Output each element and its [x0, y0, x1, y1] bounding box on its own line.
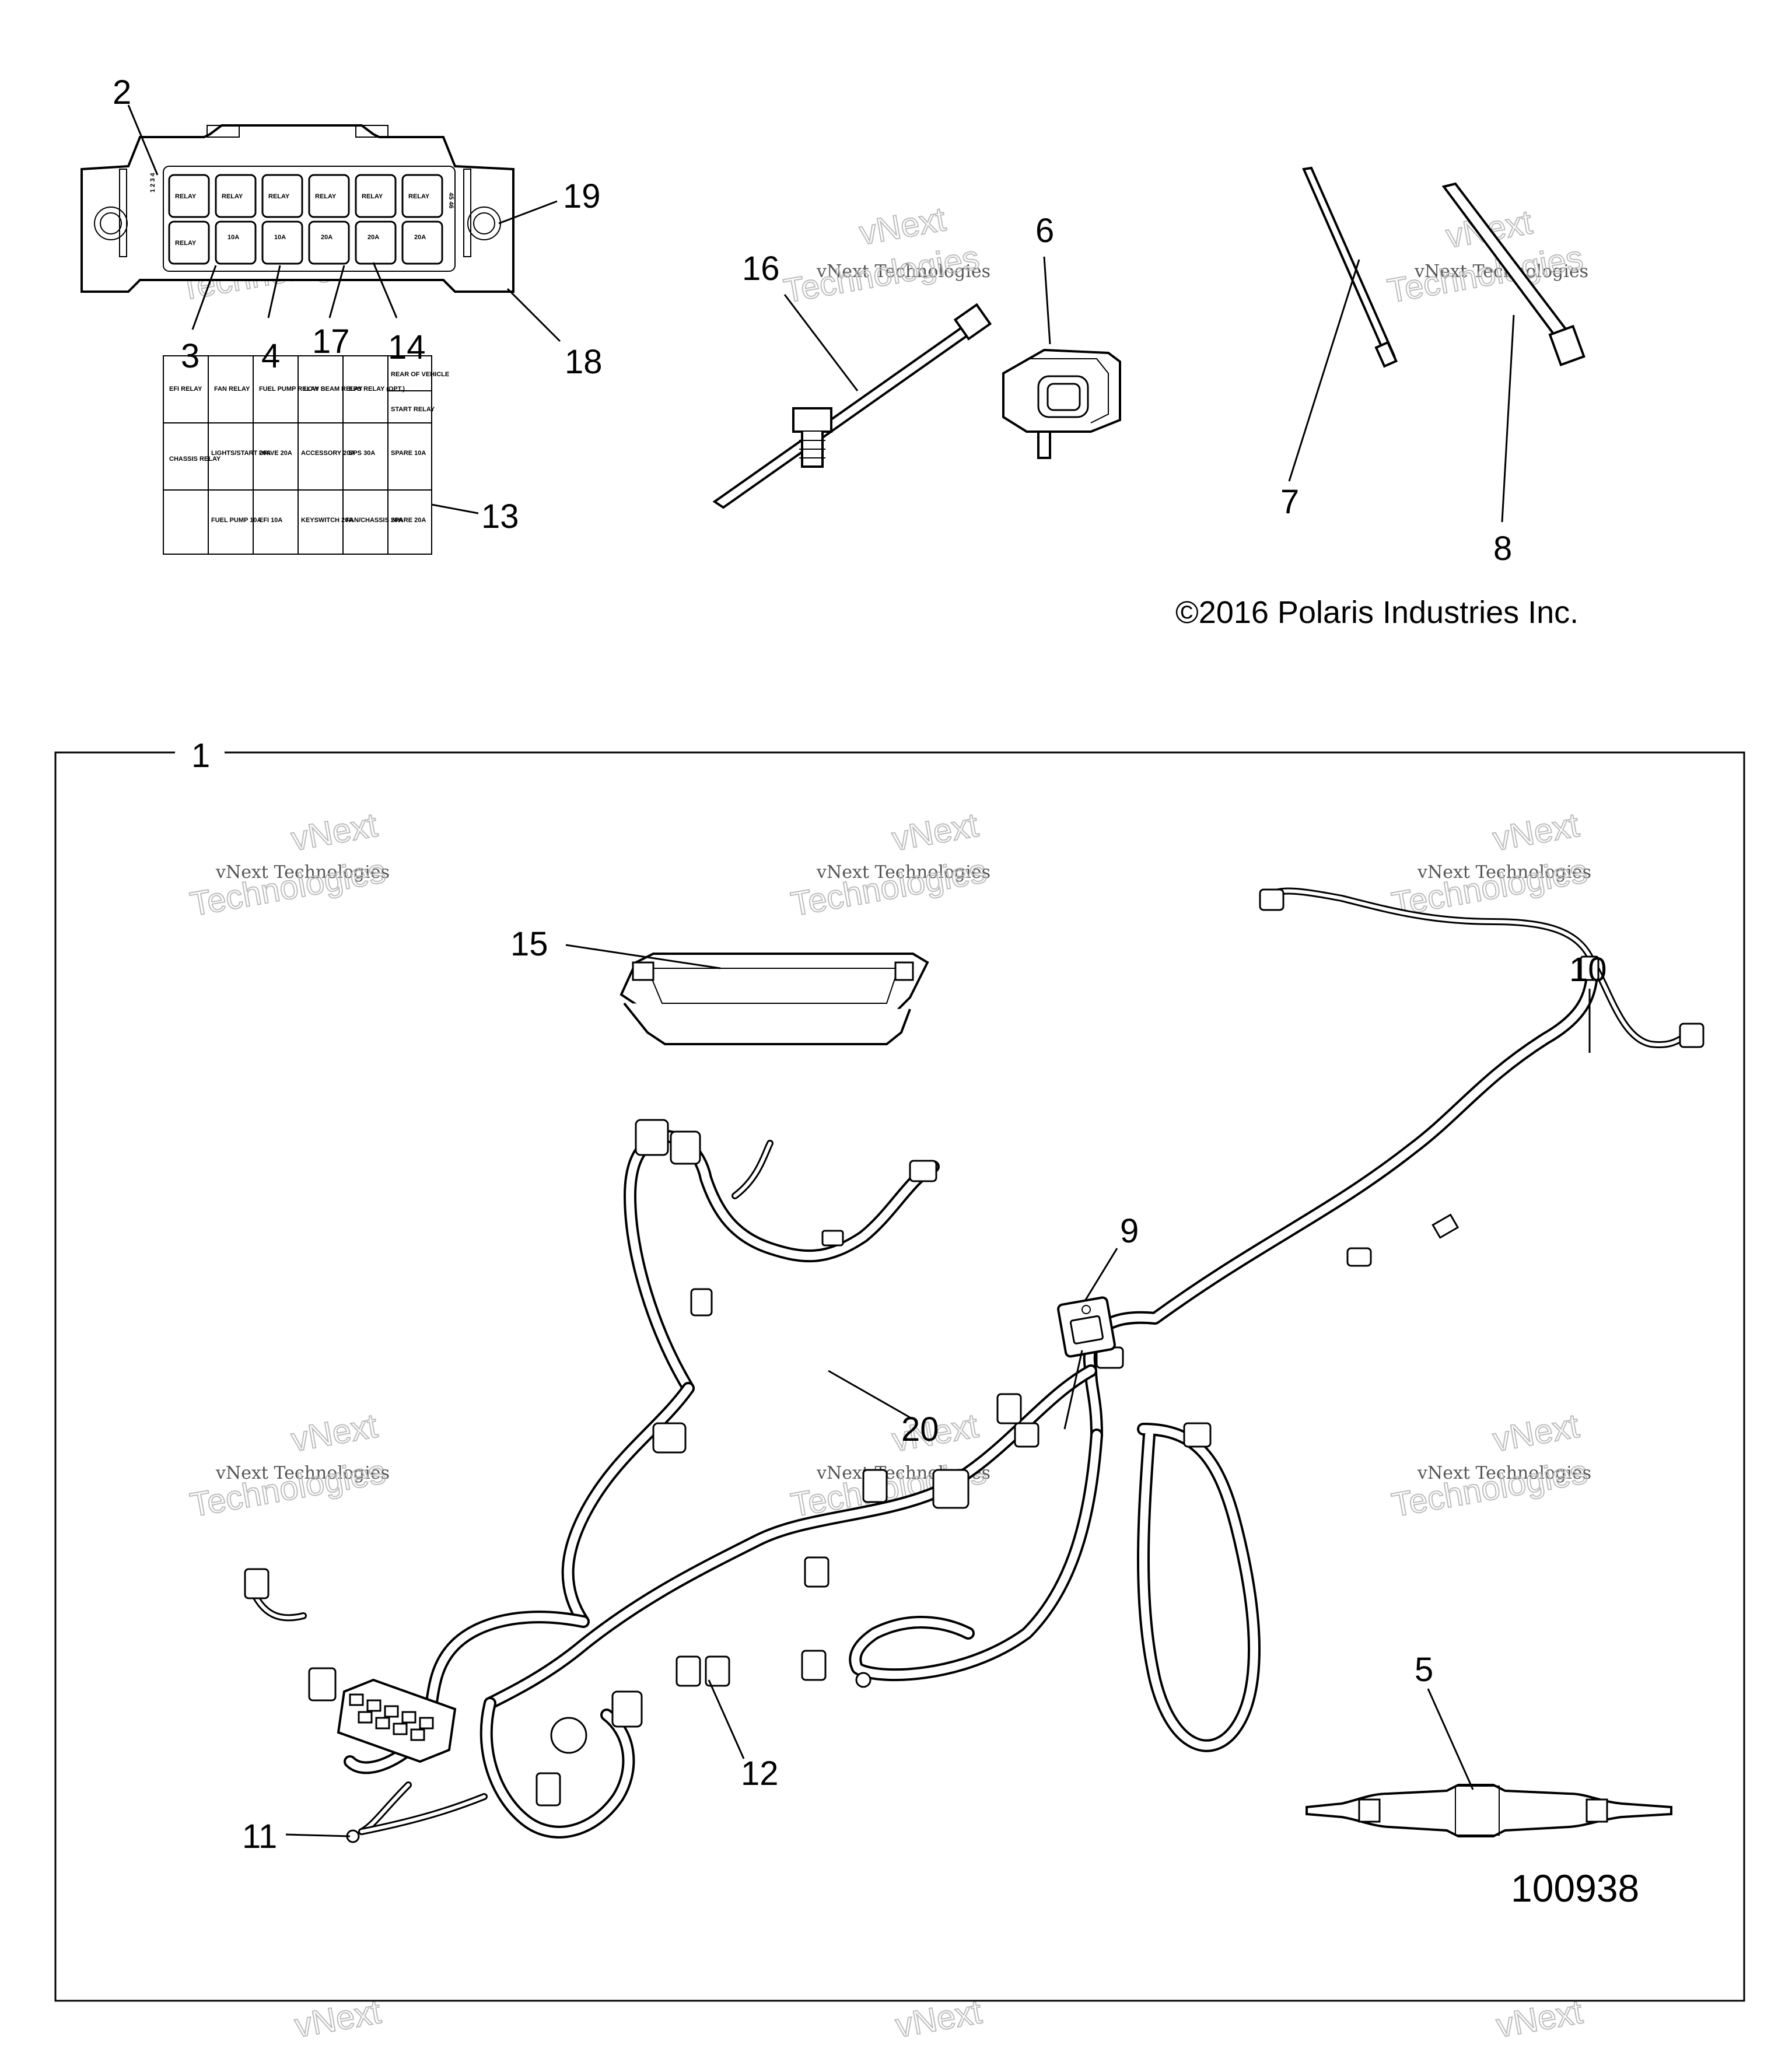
decal-cell: SPARE 20A	[391, 517, 426, 524]
wiring-harness: 10	[242, 887, 1704, 1856]
decal-cell: EFI RELAY	[169, 386, 202, 393]
decal-cell: FUEL PUMP RELAY	[259, 386, 319, 393]
fuse-label: 20A	[414, 234, 426, 241]
fuse-label: RELAY	[268, 193, 290, 200]
decal-cell: LOW BEAM RELAY	[304, 386, 363, 393]
decal-cell: CHASSIS RELAY	[169, 456, 221, 463]
callout-4: 4	[261, 337, 280, 375]
fuse-box-cover: 15	[510, 925, 929, 1045]
harness-fuse-box	[337, 1678, 457, 1763]
callout-8: 8	[1493, 530, 1512, 568]
decal-cell: START RELAY	[391, 406, 435, 413]
harness-frame: 1	[54, 737, 1745, 2002]
inline-fuse-holder: 5	[1306, 1651, 1672, 1837]
fuse-side-label: 45 46	[447, 192, 454, 209]
decal-cell: KEYSWITCH 20A	[301, 517, 353, 524]
decal-cell: DRIVE 20A	[259, 450, 292, 457]
callout-12: 12	[741, 1755, 779, 1793]
cable-tie-8	[1441, 182, 1586, 523]
decal-cell: FAN/CHASSIS 20A	[346, 517, 402, 524]
watermark-technologies: Technologies	[1385, 239, 1586, 310]
fuse-label-decal: EFI RELAY FAN RELAY FUEL PUMP RELAY LOW …	[163, 355, 479, 555]
fuse-grid: RELAY RELAY RELAY RELAY RELAY RELAY RELA…	[149, 172, 454, 265]
fuse-label: 20A	[321, 234, 332, 241]
watermark-vnext: vNext	[288, 806, 380, 859]
watermark-vnext: vNext	[1490, 1407, 1581, 1459]
watermark-vnext: vNext	[288, 1407, 380, 1459]
cable-tie-push-mount	[712, 294, 992, 509]
callout-11: 11	[242, 1818, 277, 1856]
decal-cell: EPS RELAY (OPT.)	[349, 386, 405, 393]
fuse-label: RELAY	[362, 193, 383, 200]
callout-7: 7	[1280, 483, 1299, 521]
callout-20: 20	[901, 1410, 939, 1448]
copyright-notice: ©2016 Polaris Industries Inc.	[1175, 595, 1578, 630]
watermark-text: vNext Technologies	[215, 862, 390, 883]
fuse-label: RELAY	[408, 193, 430, 200]
callout-13: 13	[481, 498, 519, 535]
fuse-label: 10A	[228, 234, 239, 241]
callout-9: 9	[1120, 1212, 1139, 1250]
callout-18: 18	[565, 343, 603, 381]
callout-3: 3	[181, 337, 200, 375]
cable-tie-7	[1288, 166, 1398, 482]
callout-17: 17	[312, 323, 350, 360]
watermark-text: vNext Technologies	[816, 261, 991, 282]
watermark-technologies: Technologies	[781, 239, 982, 310]
decal-cell: LIGHTS/START 20A	[211, 450, 271, 457]
figure-number: 100938	[1511, 1867, 1639, 1910]
callout-5: 5	[1415, 1651, 1433, 1689]
fuse-label: RELAY	[175, 240, 197, 247]
callout-6: 6	[1035, 212, 1054, 250]
decal-cell: EFI 10A	[259, 517, 282, 524]
fuse-label: 20A	[368, 234, 379, 241]
callout-16: 16	[742, 250, 780, 288]
callout-14: 14	[388, 328, 426, 366]
callout-2: 2	[113, 73, 131, 111]
fuse-label: 10A	[274, 234, 286, 241]
callout-1: 1	[191, 737, 210, 775]
decal-cell: ACCESSORY 20A	[301, 450, 355, 457]
watermark-text: vNext Technologies	[816, 862, 991, 883]
connector-part-6	[1002, 256, 1121, 459]
decal-cell: SPARE 10A	[391, 450, 426, 457]
fuse-label: RELAY	[175, 193, 197, 200]
module-part-9	[1057, 1248, 1118, 1430]
watermark-text: vNext Technologies	[1417, 862, 1591, 883]
fuse-box-assembly: RELAY RELAY RELAY RELAY RELAY RELAY RELA…	[80, 104, 561, 342]
callout-19: 19	[563, 177, 601, 215]
decal-cell: FUEL PUMP 10A	[211, 517, 261, 524]
fuse-label: RELAY	[222, 193, 243, 200]
watermark-vnext: vNext	[1490, 806, 1581, 859]
decal-cell: EPS 30A	[349, 450, 375, 457]
callout-15: 15	[510, 925, 548, 963]
watermark-vnext: vNext	[857, 200, 949, 253]
watermark-text: vNext Technologies	[215, 1463, 390, 1483]
watermark-text: vNext Technologies	[1417, 1463, 1591, 1483]
decal-cell: REAR OF VEHICLE	[391, 371, 449, 378]
callout-10: 10	[1569, 951, 1607, 989]
fuse-label: RELAY	[315, 193, 337, 200]
fuse-side-label: 1 2 3 4	[149, 172, 156, 192]
decal-cell: FAN RELAY	[214, 386, 250, 393]
watermark-vnext: vNext	[889, 806, 981, 859]
